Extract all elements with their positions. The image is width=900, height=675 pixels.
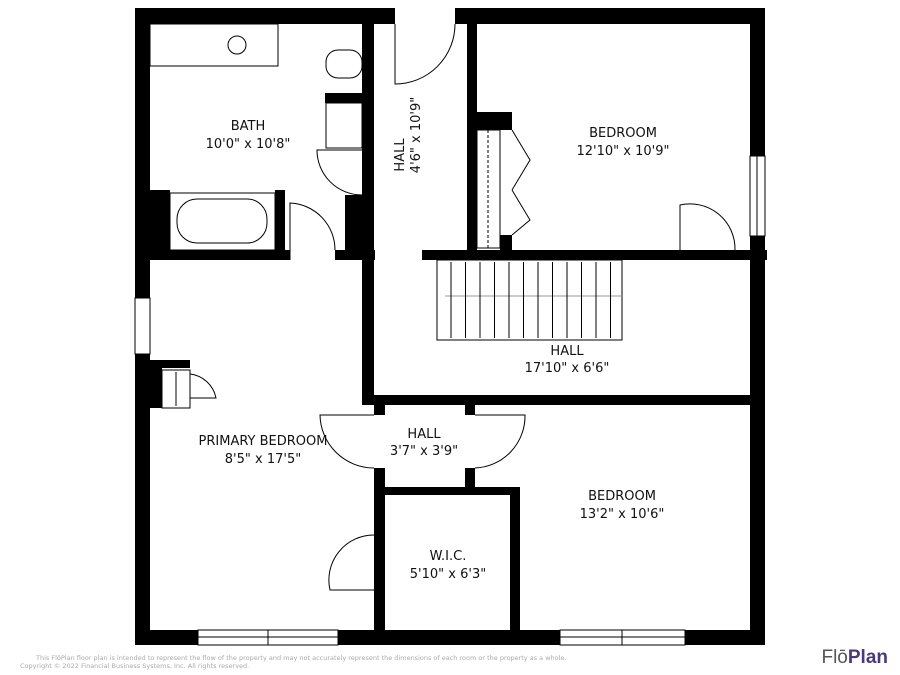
room-dims: 8'5" x 17'5" (225, 452, 301, 467)
room-dims: 12'10" x 10'9" (577, 144, 670, 159)
copyright: Copyright © 2022 Financial Business Syst… (20, 662, 250, 670)
room-labels: BATH 10'0" x 10'8" HALL 4'6" x 10'9" BED… (199, 97, 670, 582)
room-name: BEDROOM (588, 489, 656, 504)
room-name: BATH (231, 119, 266, 134)
room-dims: 3'7" x 3'9" (390, 444, 458, 459)
stairs (436, 259, 623, 341)
door-swing (394, 23, 456, 85)
toilet-icon (325, 49, 363, 79)
doors (189, 23, 736, 591)
room-dims: 10'0" x 10'8" (206, 137, 291, 152)
disclaimer: This FlōPlan floor plan is intended to r… (36, 654, 567, 662)
room-name: HALL (550, 344, 584, 359)
floplan-logo: FlōPlan (821, 647, 888, 668)
fixtures (149, 23, 766, 646)
bathtub-icon (169, 192, 276, 251)
room-dims: 5'10" x 6'3" (410, 567, 486, 582)
room-name: PRIMARY BEDROOM (199, 434, 328, 449)
room-name: BEDROOM (589, 126, 657, 141)
sink-icon (227, 35, 247, 55)
room-name: W.I.C. (430, 549, 467, 564)
vanity (149, 23, 279, 67)
room-dims: 13'2" x 10'6" (580, 507, 665, 522)
room-name: HALL (393, 138, 408, 172)
room-dims: 4'6" x 10'9" (409, 97, 424, 173)
room-dims: 17'10" x 6'6" (525, 361, 610, 376)
walls (134, 8, 767, 645)
room-name: HALL (407, 427, 441, 442)
